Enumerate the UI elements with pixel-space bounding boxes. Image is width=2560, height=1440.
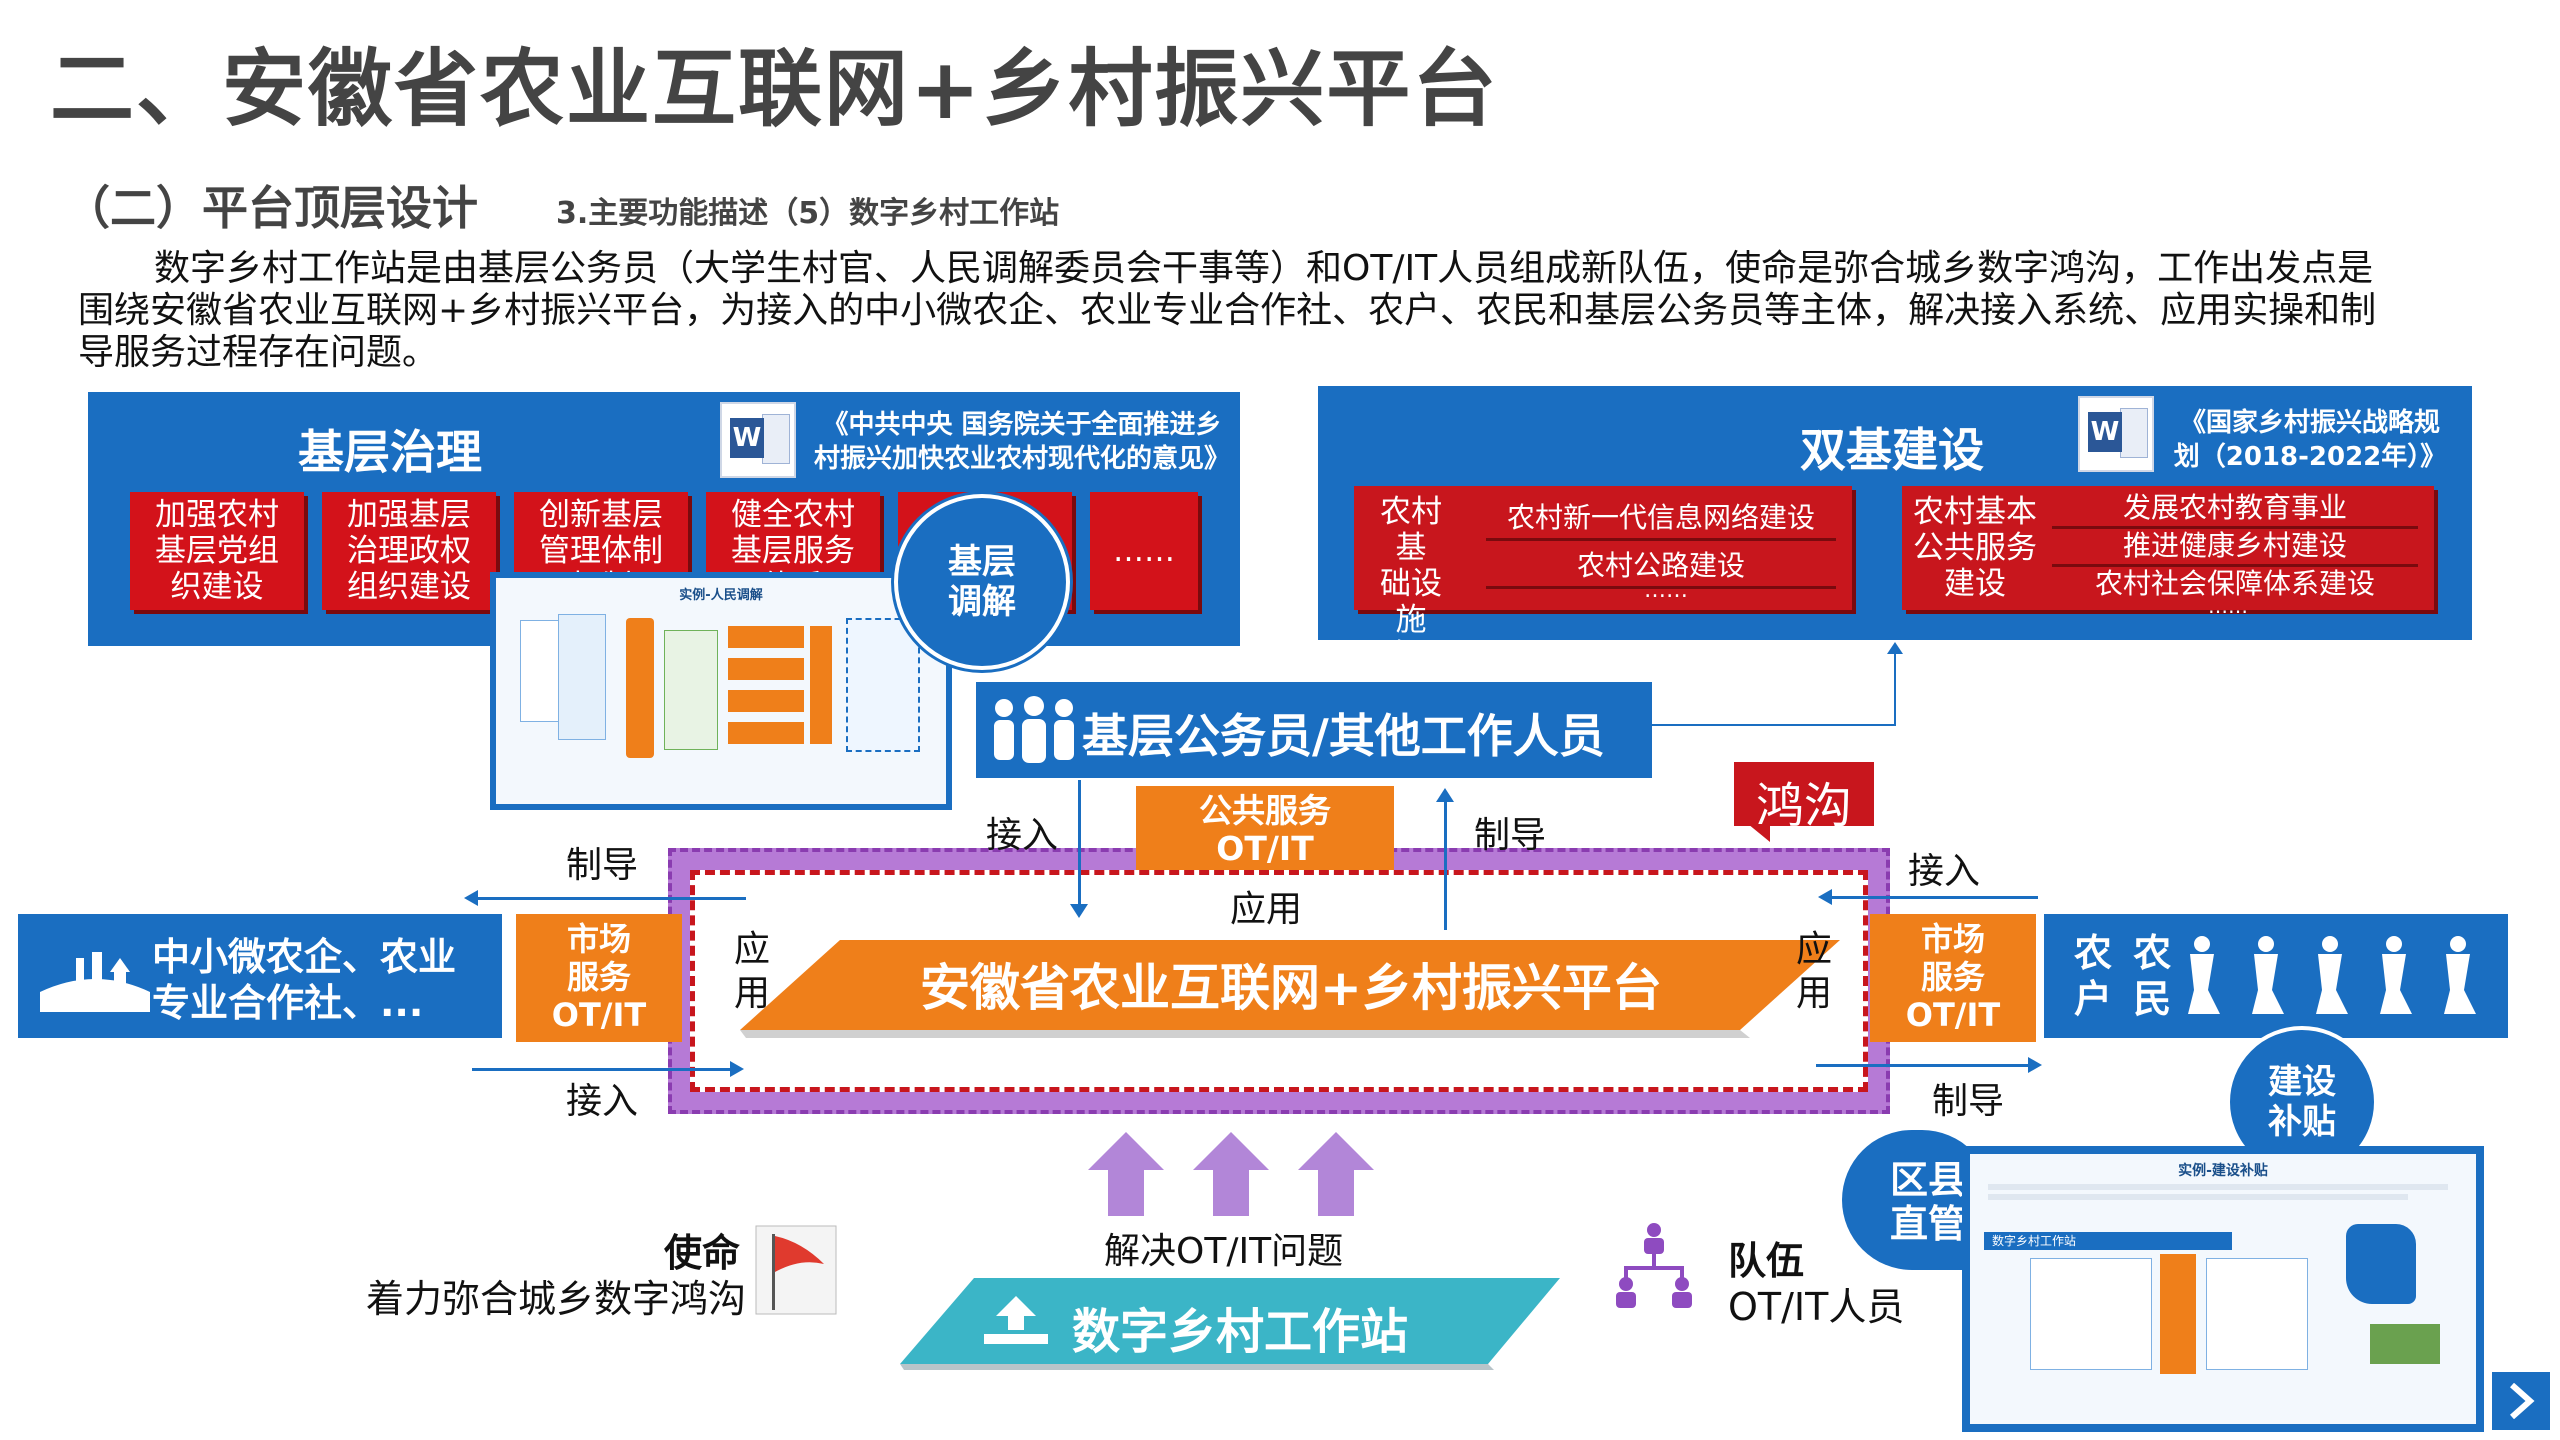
arrow-head: [2028, 1057, 2042, 1073]
intro-paragraph: 数字乡村工作站是由基层公务员（大学生村官、人民调解委员会干事等）和OT/IT人员…: [78, 248, 2498, 374]
arrow-head: [464, 890, 478, 906]
solve-label: 解决OT/IT问题: [1104, 1231, 1344, 1272]
infrastructure-label: 农村基础设施建设: [1380, 494, 1442, 674]
staff-to-dualbase-line-v: [1894, 650, 1896, 726]
farmer-icon: [2188, 936, 2476, 1014]
access-label-top: 接入: [986, 815, 1059, 856]
infra-more: ……: [1644, 578, 1688, 603]
public-service-label: 农村基本公共服务建设: [1913, 494, 2037, 602]
right-entity-box[interactable]: 农 农 户 民: [2044, 914, 2508, 1038]
left-entity-box[interactable]: 中小微农企、农业专业合作社、...: [18, 914, 502, 1038]
staff-bar[interactable]: 基层公务员/其他工作人员: [976, 682, 1652, 778]
infrastructure-group: 农村基础设施建设 农村新一代信息网络建设 农村公路建设 ……: [1354, 486, 1852, 674]
public-service-group: 农村基本公共服务建设 发展农村教育事业 推进健康乡村建设 农村社会保障体系建设 …: [1902, 486, 2434, 618]
arrow-head: [1436, 788, 1454, 802]
page-title: 二、安徽省农业互联网+乡村振兴平台: [50, 40, 1499, 138]
governance-doc-title: 《中共中央 国务院关于全面推进乡 村振兴加快农业农村现代化的意见》: [813, 410, 1230, 474]
mediation-example-thumbnail[interactable]: 实例-人民调解: [490, 572, 952, 810]
org-chart-icon: [1616, 1223, 1692, 1308]
chevron-right-icon: [2510, 1383, 2535, 1419]
guide-arrow-left: [476, 897, 746, 900]
dual-base-panel: 双基建设 W 《国家乡村振兴战略规 划（2018-2022年）》 农村基础设施建…: [1318, 386, 2472, 674]
access-arrow-left: [472, 1068, 732, 1071]
governance-panel: 基层治理 W 《中共中央 国务院关于全面推进乡 村振兴加快农业农村现代化的意见》…: [88, 392, 1240, 646]
ps-more: ……: [2208, 594, 2248, 618]
intro-line-3: 导服务过程存在问题。: [78, 332, 439, 373]
people-icon: [994, 696, 1074, 763]
skyline-icon: [40, 952, 150, 1012]
mission-title: 使命: [664, 1231, 741, 1275]
guide-label-left: 制导: [566, 845, 639, 886]
intro-line-1: 数字乡村工作站是由基层公务员（大学生村官、人民调解委员会干事等）和OT/IT人员…: [154, 248, 2374, 289]
dual-base-doc-title: 《国家乡村振兴战略规 划（2018-2022年）》: [2173, 408, 2447, 472]
arrow-head: [730, 1061, 744, 1077]
staff-to-dualbase-line: [1652, 724, 1896, 726]
word-doc-icon: W: [720, 402, 796, 478]
app-label-right: 应用: [1796, 929, 1833, 1014]
access-arrow-down: [1078, 780, 1081, 910]
gap-badge: 鸿沟: [1734, 762, 1874, 834]
subsidy-example-title: 实例-建设补贴: [2178, 1163, 2268, 1179]
staff-bar-label: 基层公务员/其他工作人员: [1082, 709, 1605, 763]
app-label-left: 应用: [734, 929, 771, 1014]
dual-base-title: 双基建设: [1800, 423, 1984, 477]
left-entity-text: 中小微农企、农业专业合作社、...: [152, 935, 457, 1025]
arrow-head: [1887, 642, 1903, 654]
mission-text: 着力弥合城乡数字鸿沟: [366, 1277, 747, 1321]
platform-name[interactable]: 安徽省农业互联网+乡村振兴平台: [920, 959, 1662, 1017]
ps-item-health[interactable]: 推进健康乡村建设: [2052, 528, 2418, 567]
solve-arrows: [1088, 1132, 1374, 1216]
guide-arrow-up: [1444, 800, 1447, 930]
arrow-head: [1818, 889, 1832, 905]
intro-line-2: 围绕安徽省农业互联网+乡村振兴平台，为接入的中小微农企、农业专业合作社、农户、农…: [78, 290, 2377, 331]
mediation-example-title: 实例-人民调解: [679, 588, 763, 603]
app-label-top: 应用: [1230, 889, 1303, 930]
station-label[interactable]: 数字乡村工作站: [1072, 1304, 1409, 1360]
upload-arrow-icon: [984, 1296, 1048, 1344]
arrow-head: [1070, 904, 1088, 918]
access-label-left: 接入: [566, 1081, 639, 1122]
platform-banner: [740, 940, 1840, 1038]
next-page-button[interactable]: [2492, 1372, 2550, 1430]
gap-badge-tail: [1748, 824, 1770, 842]
ps-item-social-security[interactable]: 农村社会保障体系建设: [2094, 567, 2375, 600]
governance-item-1[interactable]: 加强农村基层党组织建设: [130, 492, 304, 610]
governance-item-more[interactable]: ……: [1090, 492, 1198, 610]
subsidy-example-header: 数字乡村工作站: [1984, 1232, 2232, 1250]
subsidy-example-thumbnail[interactable]: 实例-建设补贴 数字乡村工作站: [1962, 1146, 2484, 1432]
guide-arrow-right: [1816, 1064, 2030, 1067]
guide-label-right: 制导: [1932, 1081, 2005, 1122]
flag-icon: [755, 1225, 837, 1315]
word-doc-icon: W: [2078, 396, 2154, 472]
infra-item-road[interactable]: 农村公路建设: [1486, 546, 1836, 589]
section-subheading: 3.主要功能描述（5）数字乡村工作站: [556, 196, 1060, 231]
team-text: OT/IT人员: [1728, 1285, 1905, 1329]
ps-item-education[interactable]: 发展农村教育事业: [2052, 490, 2418, 529]
section-heading: （二）平台顶层设计: [64, 181, 478, 235]
mediation-badge[interactable]: 基层调解: [894, 494, 1070, 670]
guide-label-top: 制导: [1474, 815, 1547, 856]
access-label-right: 接入: [1908, 851, 1981, 892]
governance-item-2[interactable]: 加强基层治理政权组织建设: [322, 492, 496, 610]
access-arrow-right: [1830, 896, 2038, 899]
infra-item-network[interactable]: 农村新一代信息网络建设: [1486, 498, 1836, 541]
right-entity-text: 农 农 户 民: [2074, 931, 2176, 1021]
team-title: 队伍: [1728, 1239, 1805, 1283]
station-banner-bg: [900, 1278, 1560, 1370]
governance-title: 基层治理: [298, 425, 482, 479]
